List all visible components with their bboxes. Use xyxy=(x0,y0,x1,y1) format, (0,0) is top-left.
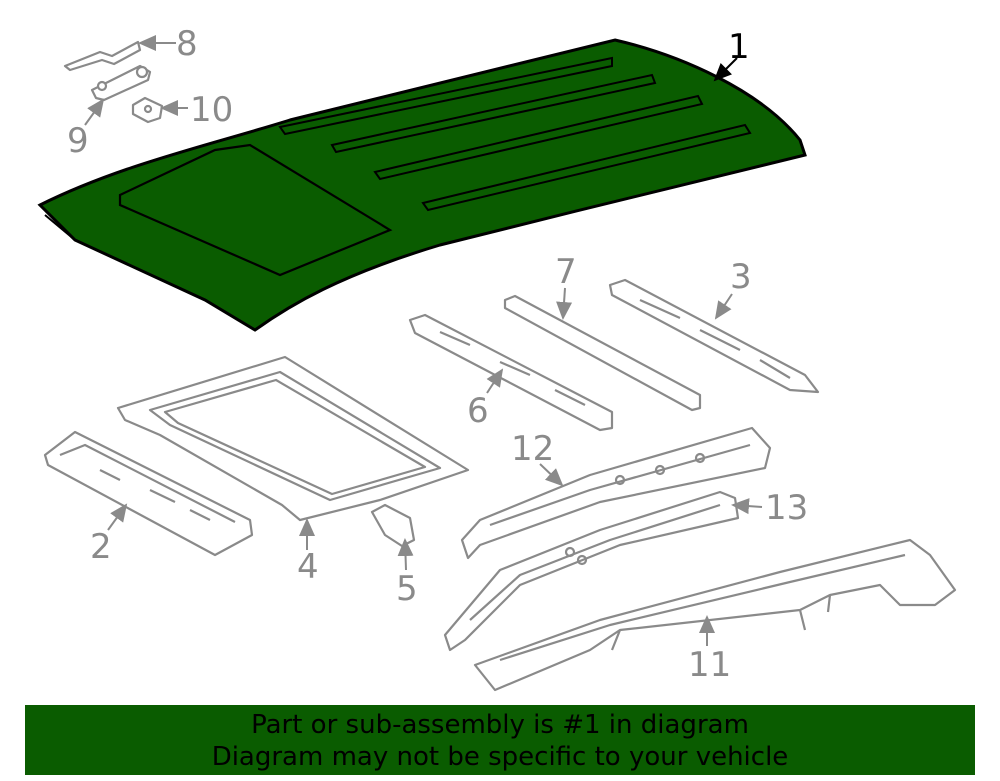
leader-6 xyxy=(486,368,504,394)
notice-banner: Part or sub-assembly is #1 in diagram Di… xyxy=(25,705,975,775)
callout-11: 11 xyxy=(688,645,731,685)
leader-13 xyxy=(731,498,763,515)
leader-9 xyxy=(84,98,105,126)
callout-10: 10 xyxy=(190,90,233,130)
banner-line-1: Part or sub-assembly is #1 in diagram xyxy=(251,710,749,740)
roof-bow-part-6 xyxy=(408,313,614,432)
rear-header-part-3 xyxy=(608,278,820,394)
side-rail-reinforcement-part-13 xyxy=(443,490,740,652)
leader-12 xyxy=(539,463,564,487)
callout-1: 1 xyxy=(728,27,750,67)
callout-7: 7 xyxy=(555,252,577,292)
callout-5: 5 xyxy=(396,569,418,609)
callout-9: 9 xyxy=(67,121,89,161)
clip-part-9 xyxy=(90,64,152,102)
parts-diagram: 1 8 9 10 7 3 6 12 13 2 4 5 11 xyxy=(37,24,957,692)
callout-3: 3 xyxy=(730,257,752,297)
callout-2: 2 xyxy=(90,527,112,567)
roof-panel-part-1 xyxy=(37,38,807,332)
callout-12: 12 xyxy=(511,429,554,469)
callout-8: 8 xyxy=(176,24,198,64)
sunroof-frame-part-4 xyxy=(116,355,470,522)
callout-13: 13 xyxy=(765,488,808,528)
bracket-part-8 xyxy=(63,40,142,72)
callout-4: 4 xyxy=(297,547,319,587)
callout-6: 6 xyxy=(467,391,489,431)
leader-1 xyxy=(713,57,738,82)
side-rail-outer-part-11 xyxy=(473,538,957,692)
banner-line-2: Diagram may not be specific to your vehi… xyxy=(211,742,789,772)
leader-3 xyxy=(714,293,733,320)
leader-5 xyxy=(397,538,414,571)
front-header-part-2 xyxy=(43,430,254,557)
bracket-part-5 xyxy=(370,503,416,548)
leader-2 xyxy=(107,503,128,531)
side-rail-inner-part-12 xyxy=(460,426,772,560)
roof-bow-part-7 xyxy=(503,294,702,412)
leader-7 xyxy=(556,287,573,320)
nut-part-10 xyxy=(131,96,164,124)
